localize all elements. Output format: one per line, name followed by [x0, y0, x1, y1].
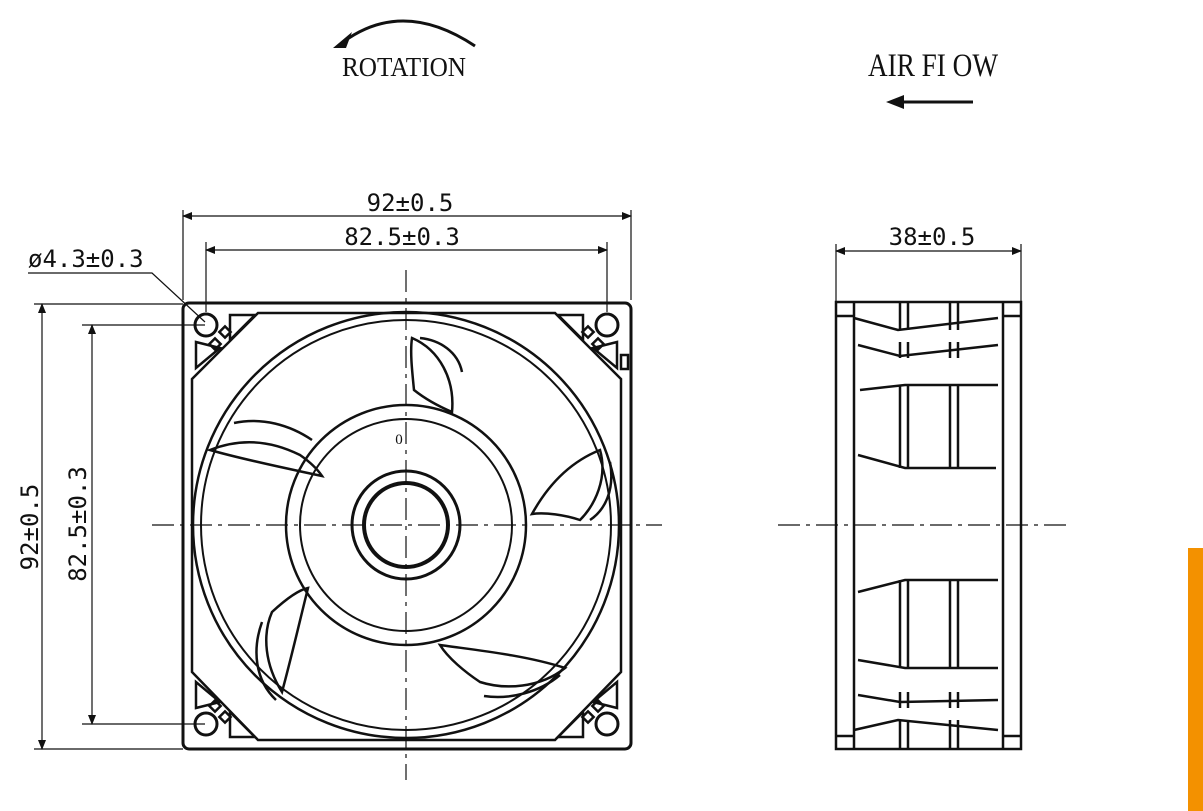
depth-label: 38±0.5 [889, 223, 976, 251]
mounting-hole-bottom-left [193, 711, 219, 737]
dimension-height-holes: 82.5±0.3 [64, 324, 205, 725]
mounting-hole-bottom-right [594, 711, 620, 737]
height-holes-label: 82.5±0.3 [64, 466, 92, 582]
fan-blade [529, 448, 604, 522]
fan-blade [437, 643, 568, 688]
fan-frame-outer [181, 301, 633, 751]
fan-blade [206, 441, 325, 478]
corner-ribs [194, 313, 630, 739]
bearing-outer [350, 469, 462, 581]
hole-diameter-label: ø4.3±0.3 [28, 245, 144, 273]
accent-bar [1188, 548, 1203, 811]
dimension-depth: 38±0.5 [835, 223, 1022, 302]
mounting-holes [193, 312, 620, 737]
airflow-label: AIR FI OW [868, 48, 999, 84]
rotation-indicator: ROTATION [333, 19, 476, 82]
width-holes-label: 82.5±0.3 [344, 223, 460, 251]
side-view: 38±0.5 [778, 223, 1072, 751]
hub-mark: 0 [395, 432, 403, 448]
width-overall-label: 92±0.5 [367, 189, 454, 217]
dimension-width-overall: 92±0.5 [182, 189, 632, 300]
front-view: 92±0.5 82.5±0.3 ø4.3±0.3 92±0.5 82.5±0.3 [16, 189, 662, 780]
rotation-label: ROTATION [342, 52, 466, 82]
fan-blades [206, 336, 613, 701]
dimension-hole-diameter: ø4.3±0.3 [28, 245, 206, 323]
fan-blade [265, 586, 310, 696]
dimension-width-holes: 82.5±0.3 [205, 223, 608, 312]
height-overall-label: 92±0.5 [16, 484, 44, 571]
airflow-indicator: AIR FI OW [868, 48, 999, 109]
mounting-hole-top-left [193, 312, 219, 338]
curved-arrow-icon [337, 19, 476, 48]
dimension-height-overall: 92±0.5 [16, 303, 183, 750]
mounting-hole-top-right [594, 312, 620, 338]
fan-blade [409, 336, 454, 414]
